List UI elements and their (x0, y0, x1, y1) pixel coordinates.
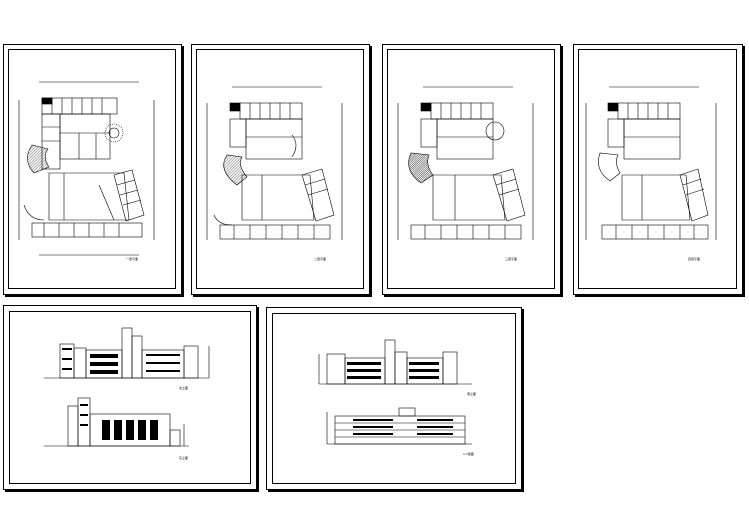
floor-plan-2-drawing (206, 86, 343, 240)
elevation-caption-b: 东立面 (179, 456, 189, 460)
plan-sheet-1-caption: 一层平面 (126, 257, 139, 261)
plan-sheet-4-frame (578, 49, 737, 289)
plan-sheet-2: 二层平面 (191, 44, 370, 295)
plan-sheet-3-frame (387, 49, 555, 289)
floor-plan-4-drawing (585, 86, 717, 240)
plan-sheet-2-caption: 二层平面 (314, 257, 327, 261)
plan-sheet-2-frame (196, 49, 364, 289)
elevation-sheet-1-frame (9, 311, 251, 484)
plan-sheet-3-caption: 三层平面 (505, 257, 518, 261)
elevation-caption-c: 南立面 (467, 392, 477, 396)
plan-sheet-1: 一层平面 (3, 44, 182, 295)
elevation-drawing-1 (44, 327, 210, 447)
plan-sheet-3: 三层平面 (382, 44, 561, 295)
elevation-sheet-1: 北立面 东立面 (3, 305, 257, 490)
elevation-sheet-2-frame (272, 313, 516, 484)
plan-sheet-1-frame (8, 49, 176, 289)
elevation-caption-a: 北立面 (179, 386, 189, 390)
section-caption-d: 1-1剖面 (463, 452, 474, 456)
elevation-drawing-2 (318, 339, 472, 445)
floor-plan-1-drawing (18, 81, 155, 256)
plan-sheet-4-caption: 四层平面 (688, 257, 701, 261)
elevation-sheet-2: 南立面 1-1剖面 (266, 307, 522, 490)
floor-plan-3-drawing (397, 86, 534, 240)
plan-sheet-4: 四层平面 (573, 44, 743, 295)
